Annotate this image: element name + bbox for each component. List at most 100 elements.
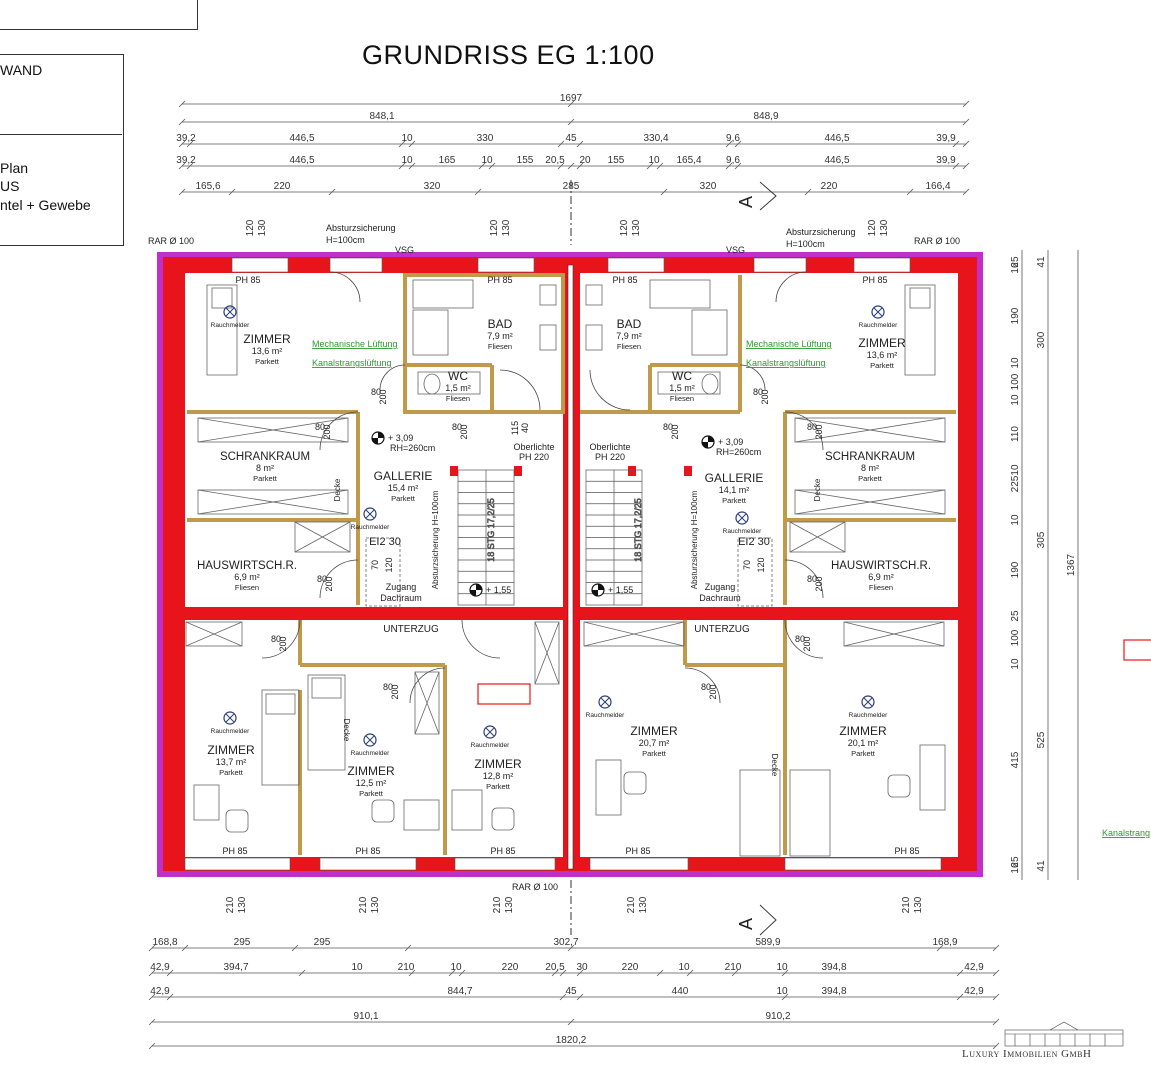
dim-tick <box>178 188 186 196</box>
stair-label: 18 STG 17,2/25 <box>486 498 496 562</box>
door-dim: 80 <box>317 574 327 584</box>
staircase-right: 18 STG 17,2/25 <box>585 469 643 606</box>
room-floor: Fliesen <box>446 394 470 403</box>
window-dim: 120 <box>619 219 630 236</box>
dim-tick <box>567 944 575 952</box>
room-area: 14,1 m² <box>719 485 750 495</box>
dimension-value: 220 <box>821 181 838 192</box>
smoke-detector-label: Rauchmelder <box>351 524 390 531</box>
fire-rating-label: EI2 30 <box>738 536 770 548</box>
dimension-value: 844,7 <box>447 986 472 997</box>
dim-tick <box>148 993 156 1001</box>
door-dim: 80 <box>452 422 462 432</box>
smoke-detector-label: Rauchmelder <box>849 712 888 719</box>
room-area: 12,8 m² <box>483 771 514 781</box>
dimension-value: 320 <box>424 181 441 192</box>
dim-tick <box>557 140 565 148</box>
dim-tick <box>408 140 416 148</box>
room-name: ZIMMER <box>207 743 255 757</box>
dimension-value-right: 41 <box>1036 860 1047 872</box>
room-name: ZIMMER <box>630 724 678 738</box>
room-name: WC <box>672 369 692 383</box>
dim-tick <box>804 188 812 196</box>
dimension-value-right: 25 <box>1010 256 1021 268</box>
dim-tick <box>186 162 194 170</box>
dimension-value: 39,2 <box>176 133 196 144</box>
dimension-total-top: 1697 <box>560 93 583 104</box>
dimension-value-right: 415 <box>1010 751 1021 768</box>
dim-tick <box>178 162 186 170</box>
dim-tick <box>992 944 1000 952</box>
windows <box>184 257 942 871</box>
dimension-value: 165,6 <box>195 181 220 192</box>
parapet-height: PH 85 <box>612 275 637 285</box>
dimension-value-right: 10 <box>1010 464 1021 476</box>
dimension-value: 155 <box>517 155 534 166</box>
room-area: 13,6 m² <box>867 350 898 360</box>
dimension-value: 10 <box>401 133 413 144</box>
door-dim: 200 <box>670 424 680 439</box>
dim-tick <box>567 1018 575 1026</box>
dimension-value-right: 10 <box>1010 658 1021 670</box>
dimension-value: 20 <box>579 155 591 166</box>
window-dim: 130 <box>913 896 924 913</box>
dim-tick <box>734 162 742 170</box>
room-floor: Parkett <box>255 357 280 366</box>
dim-tick <box>660 188 668 196</box>
smoke-detector-icon <box>363 507 377 521</box>
legend-line-1: WAND <box>0 62 43 78</box>
door-dim: 120 <box>384 557 394 572</box>
door-dim: 80 <box>315 422 325 432</box>
absturz-vertical: Absturzsicherung H=100cm <box>431 490 440 589</box>
door-dim: 200 <box>459 424 469 439</box>
level-value: + 3,09 <box>718 437 743 447</box>
vsg-label: VSG <box>726 245 745 255</box>
smoke-detector-label: Rauchmelder <box>586 712 625 719</box>
window-dim: 210 <box>225 896 236 913</box>
dimension-value: 39,9 <box>936 133 956 144</box>
dimension-value: 42,9 <box>964 962 984 973</box>
dimension-value: 42,9 <box>150 986 170 997</box>
dimension-value-right: 100 <box>1010 629 1021 646</box>
window-dim: 130 <box>237 896 248 913</box>
dimension-value: 848,9 <box>753 111 778 122</box>
room-area: 13,7 m² <box>216 757 247 767</box>
decke-label: Decke <box>813 478 822 501</box>
dim-tick <box>478 162 486 170</box>
room-name: GALLERIE <box>374 469 433 483</box>
skylight-label: Oberlichte <box>513 442 554 452</box>
dim-tick <box>166 969 174 977</box>
stair-post <box>684 466 692 476</box>
parapet-height: PH 85 <box>222 846 247 856</box>
room-area: 15,4 m² <box>388 483 419 493</box>
dim-tick <box>725 140 733 148</box>
section-marker-label: A <box>736 196 756 208</box>
dim-tick <box>956 993 964 1001</box>
dim-tick <box>646 162 654 170</box>
dimension-value: 446,5 <box>824 133 849 144</box>
room-name: BAD <box>617 317 642 331</box>
dim-tick <box>398 140 406 148</box>
window-dim: 210 <box>901 896 912 913</box>
dim-tick <box>725 162 733 170</box>
section-marker-label: A <box>736 918 756 930</box>
door-dim: 80 <box>701 682 711 692</box>
ventilation-label: Mechanische Lüftung <box>312 339 398 349</box>
fire-rating-label: EI2 30 <box>369 536 401 548</box>
decke-label: Decke <box>333 478 342 501</box>
skylight-label: Oberlichte <box>589 442 630 452</box>
dimension-value: 394,8 <box>821 986 846 997</box>
dimension-value: 440 <box>672 986 689 997</box>
parapet-height: PH 85 <box>894 846 919 856</box>
dimension-value: 10 <box>450 962 462 973</box>
dimension-value: 20,5 <box>545 155 565 166</box>
dimension-value: 39,9 <box>936 155 956 166</box>
dim-tick <box>962 162 970 170</box>
absturz-vertical: Absturzsicherung H=100cm <box>690 490 699 589</box>
logo-building-icon <box>1004 1021 1124 1047</box>
channel-label-right: Kanalstrang <box>1102 828 1150 838</box>
room-name: WC <box>448 369 468 383</box>
legend-line-3: US <box>0 178 20 194</box>
